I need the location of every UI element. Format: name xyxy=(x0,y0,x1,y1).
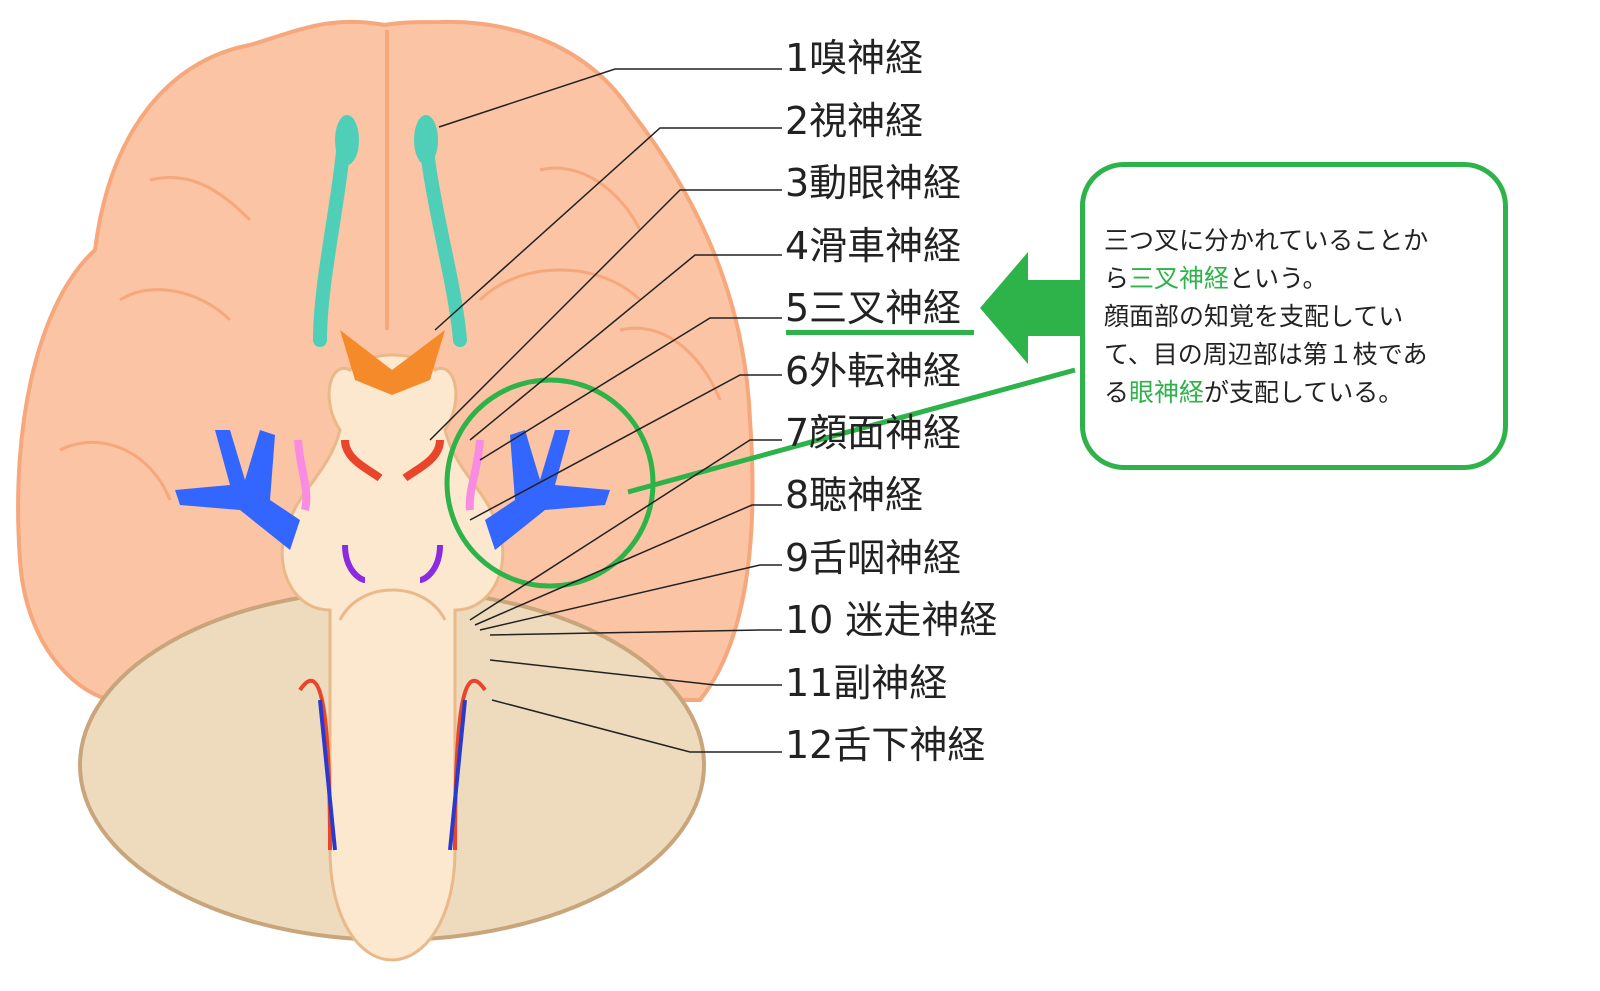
label-nerve-9: 9舌咽神経 xyxy=(785,536,962,580)
label-nerve-8: 8聴神経 xyxy=(785,473,924,517)
leader-line-6 xyxy=(469,374,782,521)
label-nerve-11: 11副神経 xyxy=(785,661,948,705)
leader-line-10 xyxy=(489,629,782,636)
label-nerve-12: 12舌下神経 xyxy=(785,723,986,767)
label-nerve-6: 6外転神経 xyxy=(785,349,962,393)
leader-line-1 xyxy=(438,68,782,128)
callout-text: 三つ叉に分かれていることか ら三叉神経という。 顔面部の知覚を支配してい て、目… xyxy=(1104,226,1429,407)
label-nerve-7: 7顔面神経 xyxy=(785,411,962,455)
leader-line-4 xyxy=(469,254,782,441)
leader-line-12 xyxy=(491,699,782,753)
callout-box xyxy=(1080,162,1508,470)
label-nerve-1: 1嗅神経 xyxy=(785,36,924,80)
leader-line-2 xyxy=(434,127,782,331)
label-nerve-2: 2視神経 xyxy=(785,99,924,143)
label-nerve-5: 5三叉神経 xyxy=(785,286,962,330)
label-underline xyxy=(786,330,974,335)
leader-line-5 xyxy=(479,317,782,461)
highlight-trigeminal: 三叉神経 xyxy=(1129,264,1230,293)
leader-line-8 xyxy=(474,504,782,626)
leader-line-9 xyxy=(479,564,782,631)
leader-line-7 xyxy=(469,439,782,621)
leader-line-3 xyxy=(429,189,782,441)
label-nerve-4: 4滑車神経 xyxy=(785,224,962,268)
arrow-icon xyxy=(980,252,1080,364)
label-nerve-10: 10 迷走神経 xyxy=(785,598,998,642)
highlight-ophthalmic: 眼神経 xyxy=(1129,378,1205,407)
leader-line-11 xyxy=(489,659,782,686)
label-nerve-3: 3動眼神経 xyxy=(785,161,962,205)
